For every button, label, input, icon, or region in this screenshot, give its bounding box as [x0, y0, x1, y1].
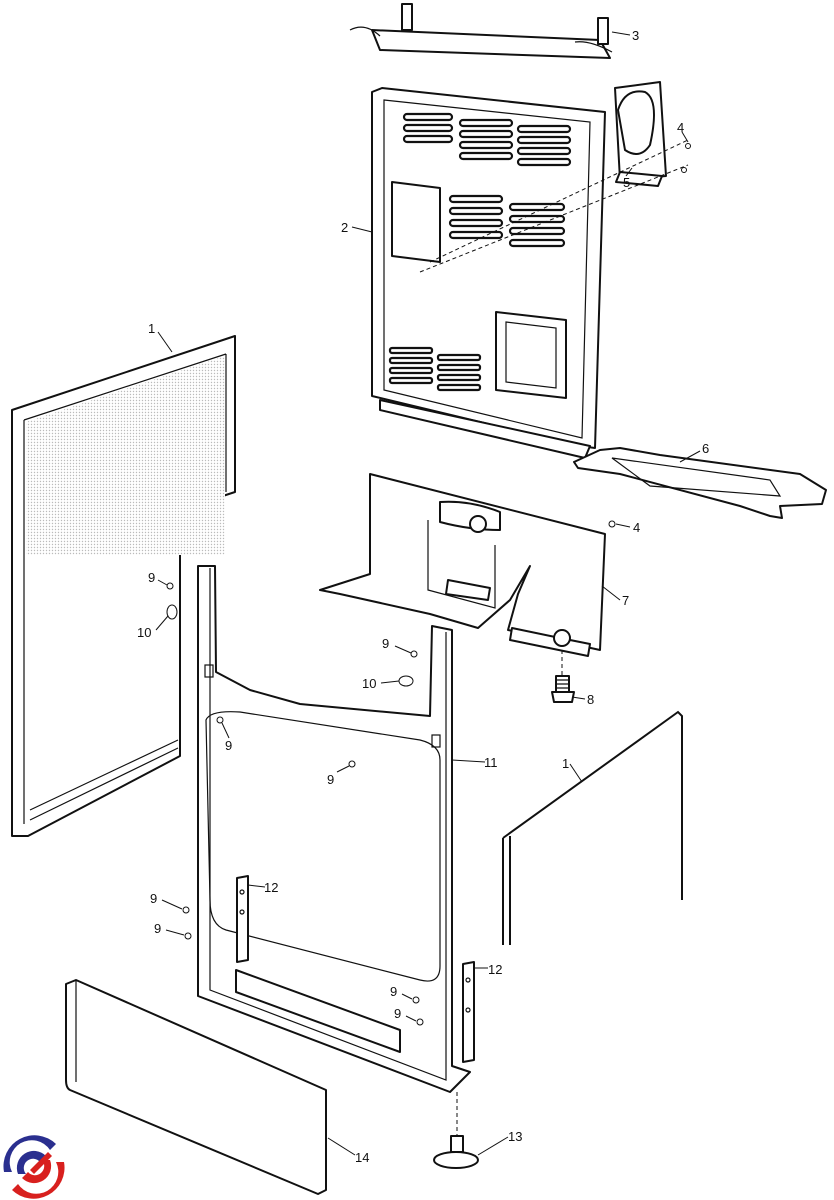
- vent-slots: [388, 112, 572, 392]
- callout-6: 6: [702, 441, 709, 456]
- callout-4: 4: [677, 120, 684, 135]
- part-14-kick-panel: [65, 979, 327, 1195]
- callout-10: 10: [137, 625, 151, 640]
- callout-9: 9: [390, 984, 397, 999]
- callout-12: 12: [264, 880, 278, 895]
- part-7-front-bracket: [319, 473, 606, 657]
- callout-9: 9: [225, 738, 232, 753]
- part-5-bracket: [419, 81, 689, 273]
- screws: [166, 143, 691, 1026]
- brand-logo: [3, 1135, 65, 1199]
- callout-9: 9: [382, 636, 389, 651]
- callout-7: 7: [622, 593, 629, 608]
- part-11-front-frame: [197, 565, 471, 1093]
- part-1-left-side-panel: [11, 335, 236, 837]
- callout-13: 13: [508, 1129, 522, 1144]
- part-3-top-bracket: [349, 3, 613, 59]
- callout-1: 1: [148, 321, 155, 336]
- part-6-plate: [573, 447, 827, 519]
- callout-labels: 3 2 4 5 1 6 4 7 9 10 9 10 8 9 9 11 1 12 …: [137, 28, 709, 1165]
- callout-9: 9: [327, 772, 334, 787]
- callout-1: 1: [562, 756, 569, 771]
- callout-9: 9: [394, 1006, 401, 1021]
- callout-11: 11: [484, 755, 498, 770]
- part-13-foot: [433, 1092, 479, 1169]
- callout-10: 10: [362, 676, 376, 691]
- callout-12: 12: [488, 962, 502, 977]
- callout-4: 4: [633, 520, 640, 535]
- part-2-back-panel: [371, 87, 606, 459]
- callout-5: 5: [623, 175, 630, 190]
- callout-9: 9: [150, 891, 157, 906]
- callout-3: 3: [632, 28, 639, 43]
- callout-2: 2: [341, 220, 348, 235]
- callout-9: 9: [148, 570, 155, 585]
- callout-9: 9: [154, 921, 161, 936]
- part-1-right-side-panel: [502, 710, 683, 945]
- callout-8: 8: [587, 692, 594, 707]
- leader-lines: [155, 31, 701, 1156]
- callout-14: 14: [355, 1150, 369, 1165]
- part-8-leveling-bolt: [551, 650, 575, 703]
- part-12-hinge-left: [236, 875, 249, 963]
- part-12-hinge-right: [462, 961, 475, 1063]
